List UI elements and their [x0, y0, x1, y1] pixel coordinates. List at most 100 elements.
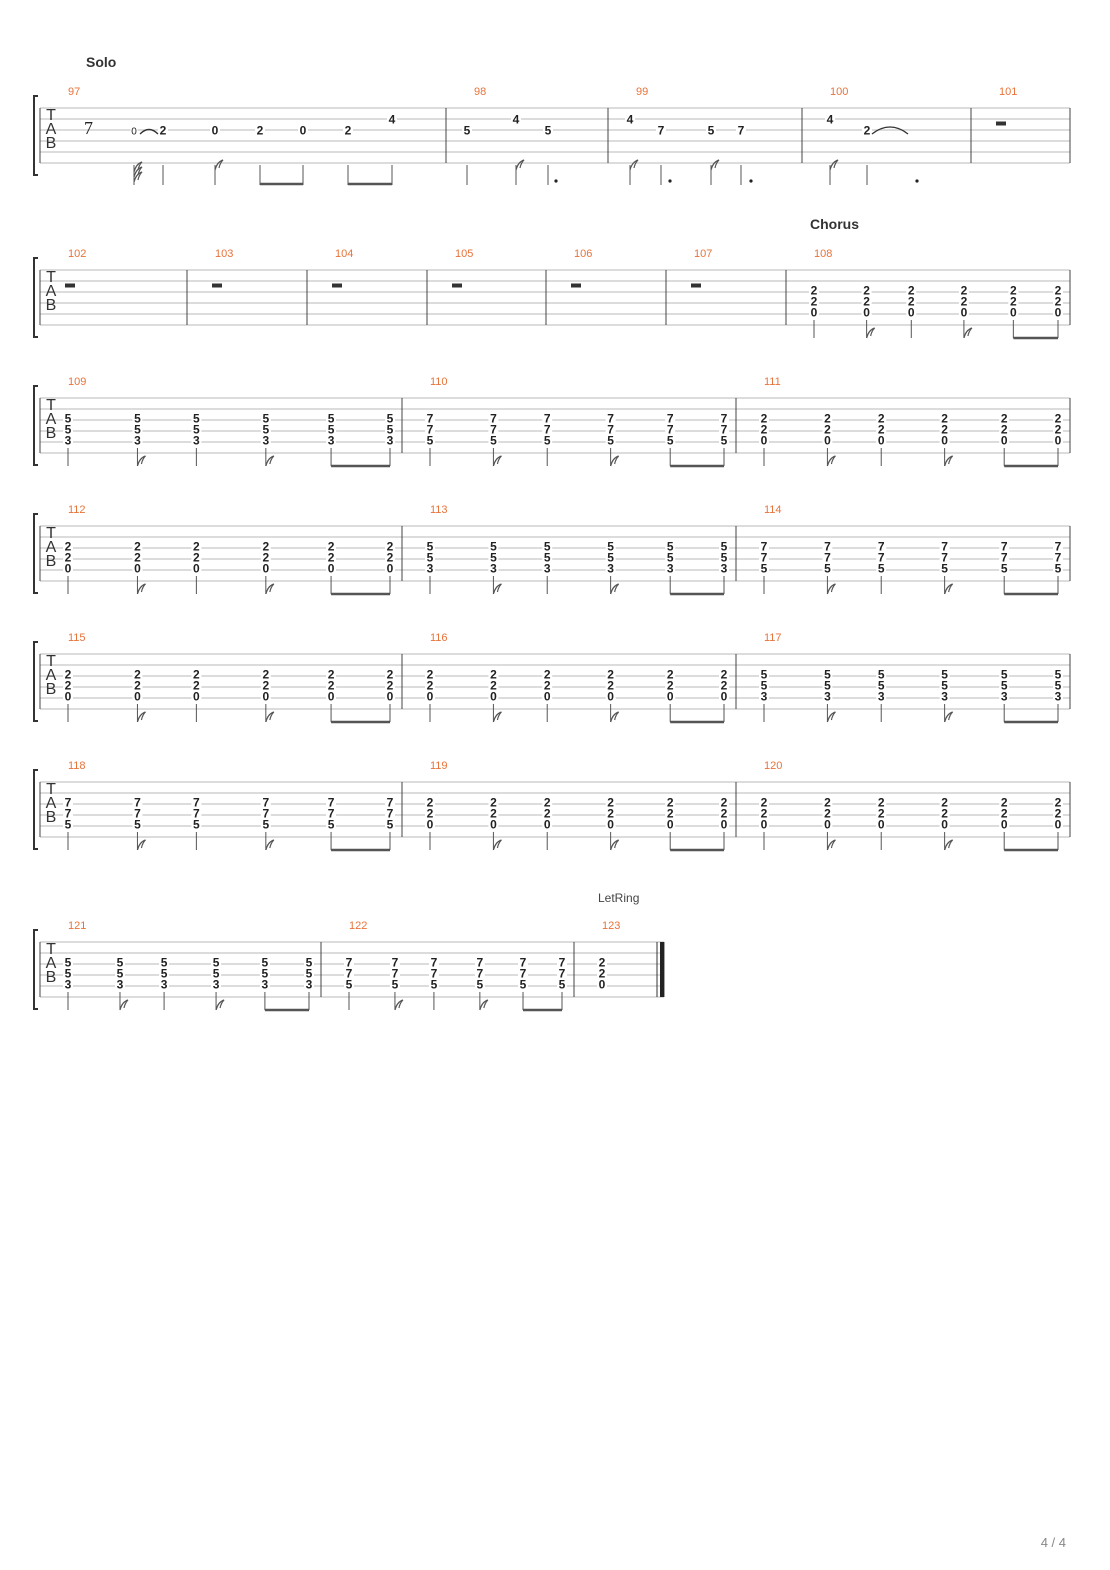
- chord-fret-bg: [63, 690, 73, 702]
- chord-fret-bg: [876, 434, 887, 446]
- chord-fret: 0: [387, 690, 394, 704]
- note-flag: [119, 999, 129, 1011]
- chord-fret: 2: [262, 551, 269, 565]
- chord-fret-bg: [132, 540, 143, 552]
- chord-fret: 2: [607, 796, 614, 810]
- chord-fret-bg: [488, 551, 499, 563]
- chord-fret: 0: [607, 690, 614, 704]
- chord-fret: 5: [65, 818, 72, 832]
- chord-fret: 7: [490, 423, 497, 437]
- chord-fret-bg: [999, 690, 1010, 702]
- chord-fret: 0: [761, 434, 768, 448]
- chord-fret: 0: [667, 818, 674, 832]
- chord-fret: 7: [392, 967, 399, 981]
- measure-number: 105: [455, 248, 473, 260]
- system-bracket: [33, 929, 38, 1010]
- chord-fret: 7: [824, 540, 831, 554]
- chord-fret: 0: [1001, 818, 1008, 832]
- chord-fret: 2: [490, 807, 497, 821]
- chord-fret-bg: [1008, 284, 1019, 296]
- note-flag: [479, 999, 489, 1011]
- chord-fret: 2: [1001, 412, 1008, 426]
- chord-fret-bg: [132, 679, 143, 691]
- chord-fret: 2: [134, 551, 141, 565]
- chord-fret-bg: [999, 796, 1010, 808]
- chord-fret-bg: [759, 679, 769, 691]
- chord-fret-bg: [326, 679, 337, 691]
- chord-fret-bg: [191, 818, 202, 830]
- chord-fret: 2: [427, 796, 434, 810]
- tab-clef-letter: T: [46, 269, 56, 286]
- chord-fret-bg: [344, 967, 354, 979]
- chord-fret: 2: [1001, 796, 1008, 810]
- chord-fret-bg: [260, 434, 271, 446]
- chord-fret: 7: [477, 956, 484, 970]
- chord-fret: 7: [134, 796, 141, 810]
- chord-fret-bg: [344, 956, 354, 968]
- chord-fret: 7: [721, 412, 728, 426]
- chord-fret-bg: [428, 956, 439, 968]
- chord-fret: 3: [161, 978, 168, 992]
- chord-fret: 2: [544, 679, 551, 693]
- measure-number: 98: [474, 86, 486, 98]
- chord-fret-bg: [605, 807, 616, 819]
- rhythm-dot: [749, 179, 753, 183]
- chord-fret: 0: [878, 434, 885, 448]
- chord-fret: 2: [961, 295, 968, 309]
- chord-fret: 0: [134, 690, 141, 704]
- chord-fret-bg: [518, 967, 529, 979]
- chord-fret: 7: [392, 956, 399, 970]
- chord-fret-bg: [759, 562, 769, 574]
- chord-fret: 3: [544, 562, 551, 576]
- chord-fret: 2: [387, 551, 394, 565]
- chord-fret-bg: [1053, 306, 1063, 318]
- chord-fret-bg: [557, 967, 567, 979]
- chord-fret-bg: [542, 562, 553, 574]
- measure-number: 104: [335, 248, 353, 260]
- tab-clef-letter: A: [46, 411, 57, 428]
- chord-fret-bg: [759, 434, 769, 446]
- tab-clef-letter: T: [46, 941, 56, 958]
- chord-fret: 0: [607, 818, 614, 832]
- note-flag: [944, 583, 954, 595]
- chord-fret: 7: [431, 956, 438, 970]
- chord-fret-bg: [1053, 807, 1063, 819]
- chord-fret-bg: [488, 562, 499, 574]
- chord-fret-bg: [822, 412, 833, 424]
- measure-number: 107: [694, 248, 712, 260]
- chord-fret-bg: [132, 690, 143, 702]
- solo-fret-bg: [387, 113, 397, 125]
- solo-fret: 5: [464, 124, 471, 138]
- chord-fret: 2: [908, 284, 915, 298]
- chord-fret: 0: [427, 690, 434, 704]
- chord-fret-bg: [191, 540, 202, 552]
- chord-fret-bg: [385, 807, 395, 819]
- chord-fret: 2: [65, 668, 72, 682]
- system-bracket: [33, 385, 38, 466]
- chord-fret-bg: [861, 284, 872, 296]
- tab-clef-letter: A: [46, 121, 57, 138]
- chord-fret-bg: [63, 796, 73, 808]
- chord-fret: 5: [387, 412, 394, 426]
- chord-fret: 2: [1055, 295, 1062, 309]
- chord-fret-bg: [759, 796, 769, 808]
- chord-fret-bg: [759, 818, 769, 830]
- chord-fret: 2: [328, 679, 335, 693]
- chord-fret: 2: [1055, 423, 1062, 437]
- chord-fret-bg: [132, 668, 143, 680]
- measure-number: 115: [68, 632, 86, 644]
- chord-fret: 5: [721, 540, 728, 554]
- chord-fret-bg: [542, 807, 553, 819]
- chord-fret: 7: [607, 423, 614, 437]
- chord-fret: 2: [193, 540, 200, 554]
- chord-fret: 0: [908, 306, 915, 320]
- chord-fret-bg: [260, 807, 271, 819]
- tab-clef-letter: A: [46, 667, 57, 684]
- chord-fret-bg: [425, 807, 435, 819]
- chord-fret-bg: [605, 551, 616, 563]
- chord-fret: 2: [761, 423, 768, 437]
- chord-fret: 5: [262, 818, 269, 832]
- chord-fret: 5: [431, 978, 438, 992]
- note-flag: [610, 839, 620, 851]
- chord-fret: 2: [387, 679, 394, 693]
